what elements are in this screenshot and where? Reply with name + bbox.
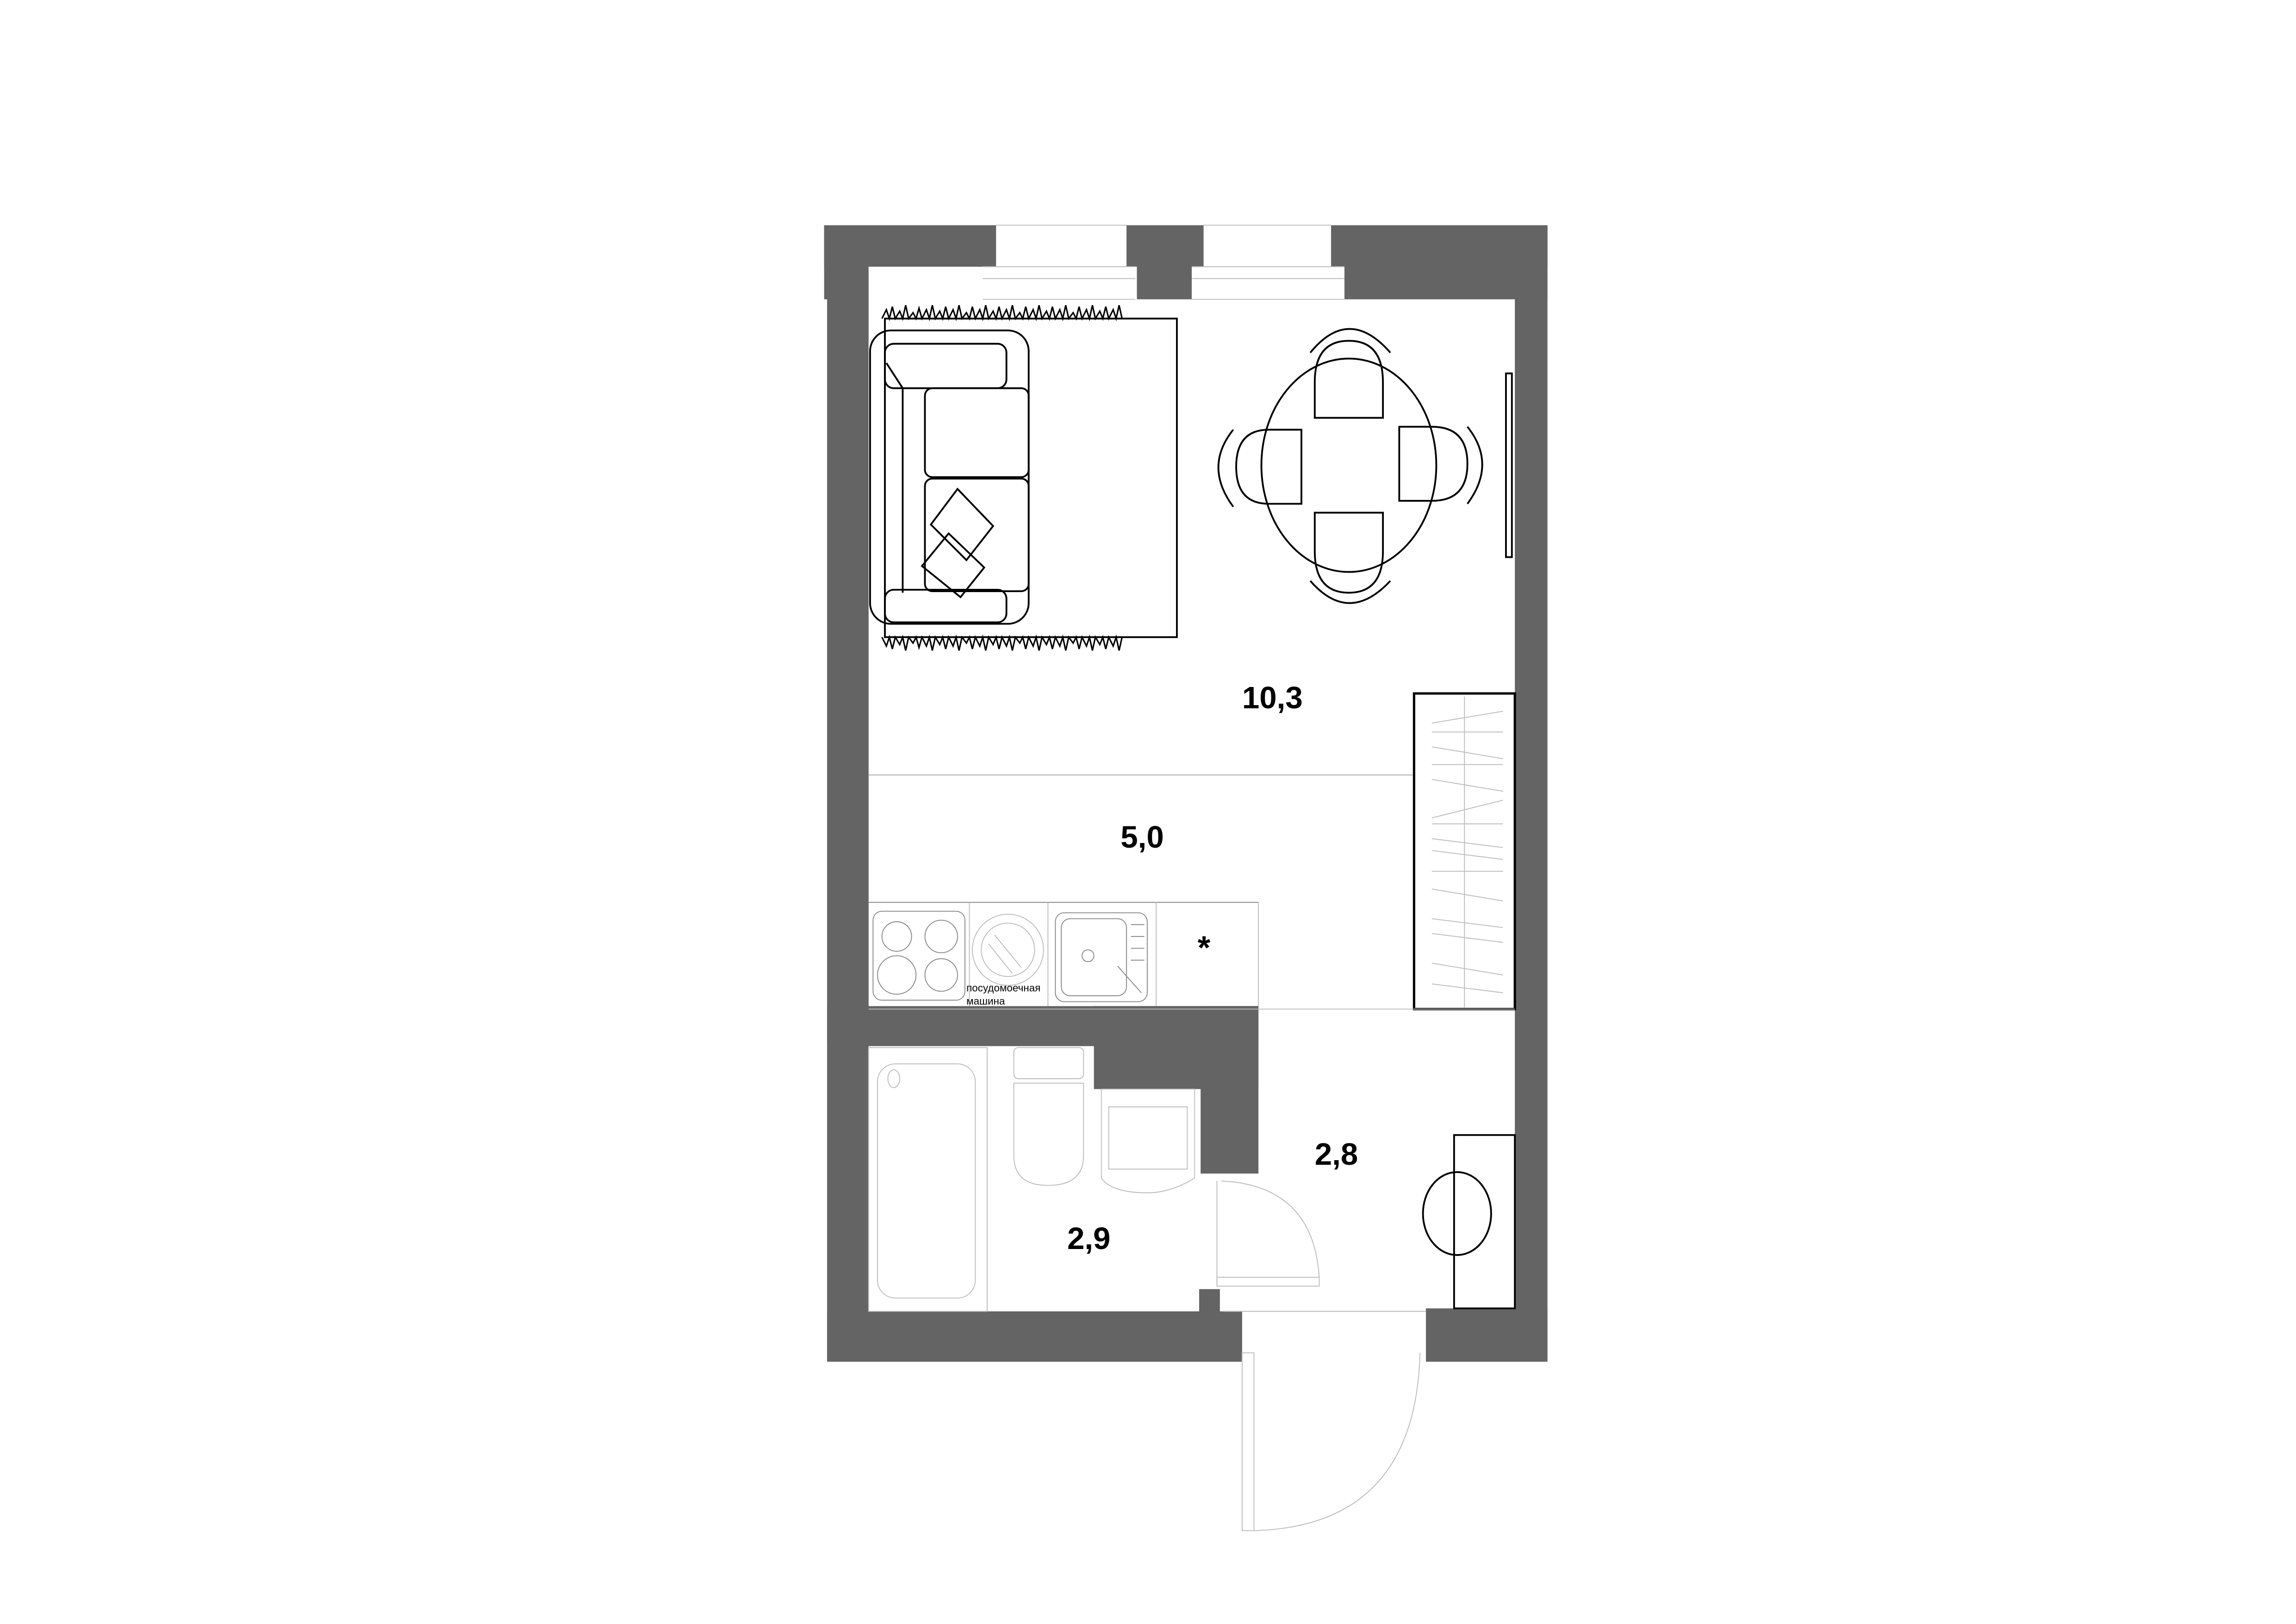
washbasin <box>1101 1088 1195 1193</box>
rug <box>881 305 1178 651</box>
window-left <box>983 225 1136 300</box>
bathtub <box>868 1047 988 1312</box>
bathroom-door <box>1216 1181 1320 1287</box>
kitchen-counter <box>868 902 1515 1010</box>
area-bathroom: 2,9 <box>1067 1221 1110 1256</box>
walls <box>824 225 1548 1362</box>
wardrobe <box>1412 692 1516 1011</box>
area-kitchen: 5,0 <box>1120 820 1164 855</box>
area-living: 10,3 <box>1242 681 1303 715</box>
entrance-door <box>1223 1311 1426 1531</box>
bathroom-fixtures <box>868 1047 1195 1312</box>
toilet <box>1013 1047 1084 1186</box>
hallway-cabinet <box>1422 1134 1516 1310</box>
wall-panel <box>1505 372 1513 558</box>
area-hallway: 2,8 <box>1315 1137 1358 1172</box>
star-mark: * <box>1198 929 1211 966</box>
dishwasher-label-line1: посудомоечная <box>966 982 1040 993</box>
sofa <box>869 329 1030 625</box>
dining-table-with-chairs <box>1217 328 1483 604</box>
dishwasher <box>972 913 1044 986</box>
sink <box>1055 912 1148 1002</box>
dishwasher-label-line2: машина <box>966 995 1005 1007</box>
window-right <box>1191 225 1344 300</box>
cooktop <box>872 911 965 1001</box>
